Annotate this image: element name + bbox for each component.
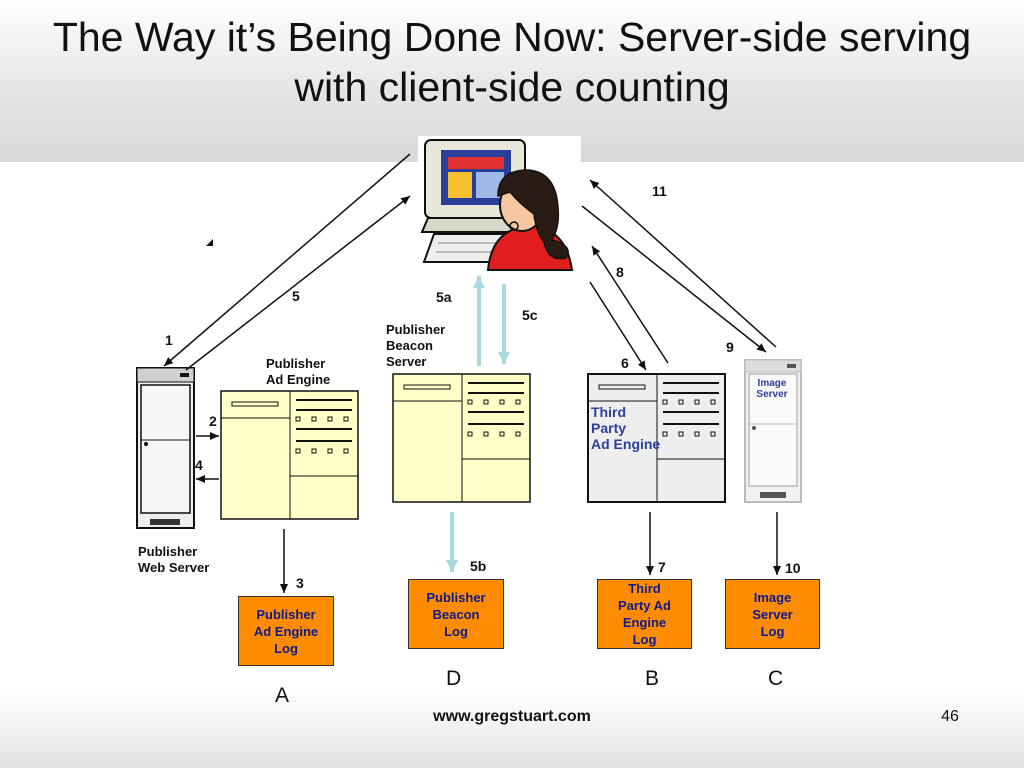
step-5c: 5c [522, 307, 538, 323]
step-3: 3 [296, 575, 304, 591]
page-number: 46 [941, 708, 959, 725]
publisher-ad-engine-log: Publisher Ad Engine Log [238, 596, 334, 666]
label-publisher-beacon-server: Publisher Beacon Server [386, 322, 446, 369]
step-10: 10 [785, 560, 801, 576]
step-2: 2 [209, 413, 217, 429]
step-4: 4 [195, 457, 203, 473]
step-11: 11 [652, 183, 667, 199]
step-6: 6 [621, 355, 629, 371]
step-1: 1 [165, 332, 173, 348]
letter-a: A [275, 684, 290, 707]
step-5b: 5b [470, 558, 487, 574]
user-computer-icon [418, 136, 581, 272]
step-7: 7 [658, 559, 666, 575]
footer-url: www.gregstuart.com [433, 708, 591, 725]
step-5: 5 [292, 288, 300, 304]
publisher-ad-engine-icon [220, 390, 359, 520]
step-9: 9 [726, 339, 734, 355]
label-publisher-web-server: Publisher Web Server [138, 544, 210, 575]
small-arrowhead-icon [206, 239, 213, 246]
footer-band [0, 690, 1024, 768]
letter-c: C [768, 667, 784, 690]
label-third-party-ad-engine: Third Party Ad Engine [591, 404, 661, 452]
publisher-beacon-server-icon [392, 373, 531, 503]
label-publisher-ad-engine: Publisher Ad Engine [266, 356, 331, 387]
letter-d: D [446, 667, 462, 690]
flow-arrows [163, 153, 781, 593]
image-server-icon [744, 359, 802, 503]
step-5a: 5a [436, 289, 452, 305]
third-party-ad-engine-icon [587, 373, 726, 503]
publisher-web-server-icon [136, 367, 195, 529]
publisher-beacon-log: Publisher Beacon Log [408, 579, 504, 649]
letter-b: B [645, 667, 660, 690]
slide-title: The Way it’s Being Done Now: Server-side… [52, 14, 972, 110]
header-band [0, 0, 1024, 162]
beacon-arrows [446, 276, 510, 572]
label-image-server: Image Server [756, 378, 788, 400]
third-party-ad-engine-log: Third Party Ad Engine Log [597, 579, 692, 649]
image-server-log: Image Server Log [725, 579, 820, 649]
step-8: 8 [616, 264, 624, 280]
